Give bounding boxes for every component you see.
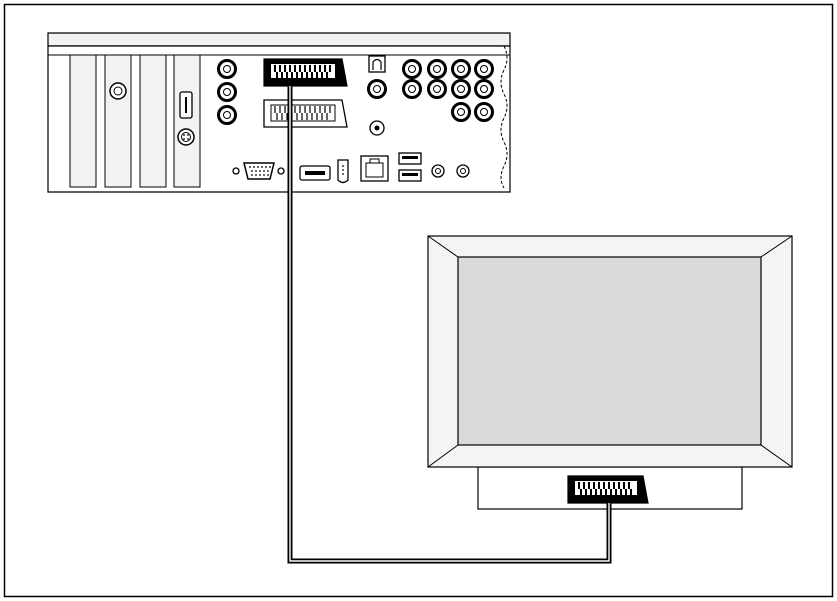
- expansion-slot-1: [69, 54, 97, 188]
- pc-top-edge: [47, 32, 511, 47]
- firewire-port-icon: [337, 159, 349, 184]
- expansion-slot-3: [139, 54, 167, 188]
- scart-cable-core: [289, 86, 610, 562]
- vga-port-icon: [232, 162, 285, 180]
- tv: [427, 235, 793, 510]
- rca-column-left: [217, 59, 237, 125]
- tv-scart-in-connector: [567, 475, 649, 504]
- pc-scart-out-connector: [263, 58, 348, 87]
- rca-grid-right: [402, 59, 494, 122]
- expansion-slot-4: [173, 54, 201, 188]
- pc-rear-panel: [47, 32, 511, 193]
- expansion-slot-2: [104, 54, 132, 188]
- optical-port-icon: [368, 55, 386, 73]
- tv-screen: [457, 256, 762, 446]
- pc-scart-second-connector: [263, 99, 348, 128]
